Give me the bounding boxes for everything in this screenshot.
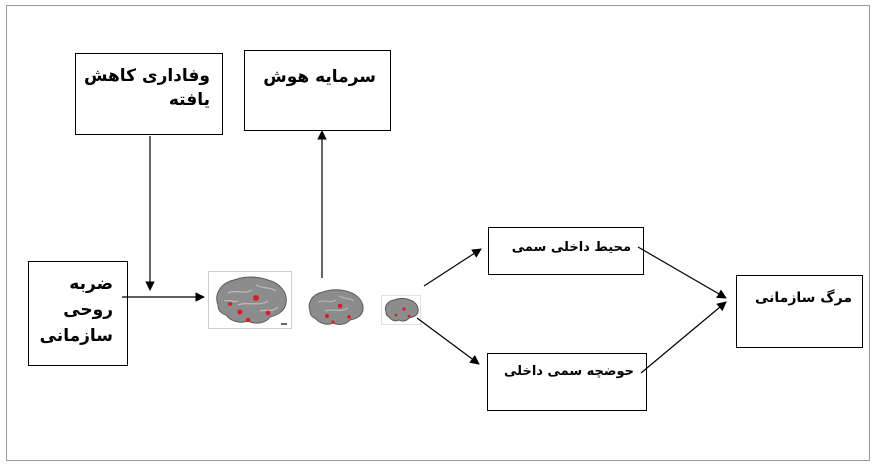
intelligence-capital-label: سرمایه هوش bbox=[263, 67, 376, 87]
brain-scan-large-icon bbox=[208, 271, 292, 329]
toxic-environment-label: محیط داخلی سمی bbox=[511, 240, 631, 255]
arrow-brain-to-pool bbox=[416, 317, 480, 365]
brain-scan-small-icon bbox=[381, 295, 421, 325]
arrow-pool-to-death bbox=[640, 301, 727, 374]
organizational-death-box: مرگ سازمانی bbox=[736, 275, 863, 348]
organizational-death-label: مرگ سازمانی bbox=[754, 290, 852, 306]
spiritual-shock-label: ضربه روحی سازمانی bbox=[39, 274, 113, 346]
reduced-loyalty-label: وفاداری کاهش یافته bbox=[83, 66, 210, 110]
arrow-brain-to-environment bbox=[423, 248, 482, 287]
brain-scan-medium-icon bbox=[308, 289, 364, 325]
arrow-environment-to-death bbox=[637, 246, 727, 299]
toxic-environment-box: محیط داخلی سمی bbox=[488, 227, 644, 275]
connector-layer bbox=[122, 130, 727, 374]
diagram-frame: وفاداری کاهش یافته سرمایه هوش ضربه روحی … bbox=[6, 5, 870, 461]
toxic-pool-box: حوضچه سمی داخلی bbox=[487, 353, 647, 411]
intelligence-capital-box: سرمایه هوش bbox=[244, 50, 391, 131]
reduced-loyalty-box: وفاداری کاهش یافته bbox=[75, 53, 223, 135]
toxic-pool-label: حوضچه سمی داخلی bbox=[504, 364, 634, 379]
spiritual-shock-box: ضربه روحی سازمانی bbox=[28, 261, 128, 366]
